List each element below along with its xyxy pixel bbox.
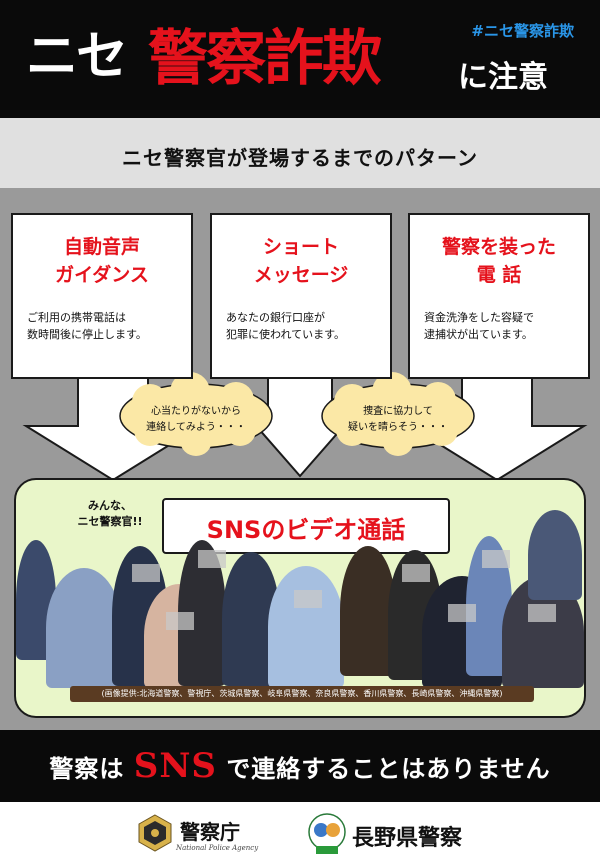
- pattern-title: 警察を装った 電 話: [441, 236, 556, 286]
- thought-cloud-2-puffs: [334, 372, 458, 456]
- thought-cloud-1-puffs: [132, 372, 256, 456]
- nagano-police-mascot-icon: [308, 813, 346, 854]
- face-blur: [198, 550, 226, 568]
- prefecture-police-name: 長野県警察: [352, 826, 463, 851]
- bottom-message-after: で連絡することはありません: [226, 755, 551, 783]
- bottom-message-before: 警察は: [49, 755, 125, 783]
- pattern-box-short-message: ショート メッセージ あなたの銀行口座が 犯罪に使われています。: [210, 213, 392, 379]
- face-blur: [402, 564, 430, 582]
- face-blur: [132, 564, 160, 582]
- agency-name: 警察庁: [180, 820, 240, 844]
- speech-text: みんな、 ニセ警察官!!: [77, 499, 143, 528]
- sns-video-call-label: SNSのビデオ通話: [206, 516, 406, 544]
- subtitle: ニセ警察官が登場するまでのパターン: [122, 146, 478, 170]
- pattern-title: 自動音声 ガイダンス: [55, 236, 149, 286]
- face-blur: [166, 612, 194, 630]
- agency-english-name: National Police Agency: [176, 844, 259, 852]
- face-blur: [294, 590, 322, 608]
- pattern-body: ご利用の携帯電話は 数時間後に停止します。: [27, 311, 147, 341]
- title-prefix: ニセ: [26, 27, 128, 87]
- badge-photo: [528, 510, 582, 600]
- hashtag: #ニセ警察詐欺: [471, 22, 574, 40]
- face-blur: [528, 604, 556, 622]
- bottom-message-banner: 警察は SNS で連絡することはありません: [0, 730, 600, 802]
- pattern-box-fake-police-call: 警察を装った 電 話 資金洗浄をした容疑で 逮捕状が出ています。: [408, 213, 590, 379]
- officer-photo: [268, 566, 344, 688]
- face-blur: [482, 550, 510, 568]
- face-blur: [448, 604, 476, 622]
- bottom-message-highlight: SNS: [133, 746, 217, 786]
- header-banner: ニセ 警察詐欺 に注意 #ニセ警察詐欺: [0, 0, 600, 118]
- pattern-title: ショート メッセージ: [253, 236, 349, 286]
- thought-text-1: 心当たりがないから 連絡してみよう・・・: [146, 406, 246, 433]
- title-main: 警察詐欺: [148, 24, 382, 94]
- thought-text-2: 捜査に協力して 疑いを晴らそう・・・: [348, 406, 448, 433]
- image-credit: (画像提供:北海道警察、警視庁、茨城県警察、岐阜県警察、奈良県警察、香川県警察、…: [70, 686, 534, 702]
- video-call-panel: みんな、 ニセ警察官!! SNSのビデオ通話 (画像提供:北海道警察、警視庁、茨…: [14, 478, 586, 718]
- flow-arrows: [22, 372, 588, 482]
- arrow-left: [22, 374, 204, 482]
- officer-photo: [46, 568, 122, 688]
- subtitle-band: [0, 118, 600, 188]
- pattern-box-auto-voice: 自動音声 ガイダンス ご利用の携帯電話は 数時間後に停止します。: [11, 213, 193, 379]
- pattern-body: 資金洗浄をした容疑で 逮捕状が出ています。: [424, 311, 534, 341]
- footer: 警察庁 National Police Agency 長野県警察: [0, 802, 600, 866]
- npa-emblem-icon: [138, 814, 172, 852]
- pattern-body: あなたの銀行口座が 犯罪に使われています。: [226, 311, 346, 341]
- title-suffix: に注意: [458, 60, 548, 95]
- badge-photo: [340, 546, 396, 676]
- bottom-message: 警察は SNS で連絡することはありません: [0, 746, 600, 786]
